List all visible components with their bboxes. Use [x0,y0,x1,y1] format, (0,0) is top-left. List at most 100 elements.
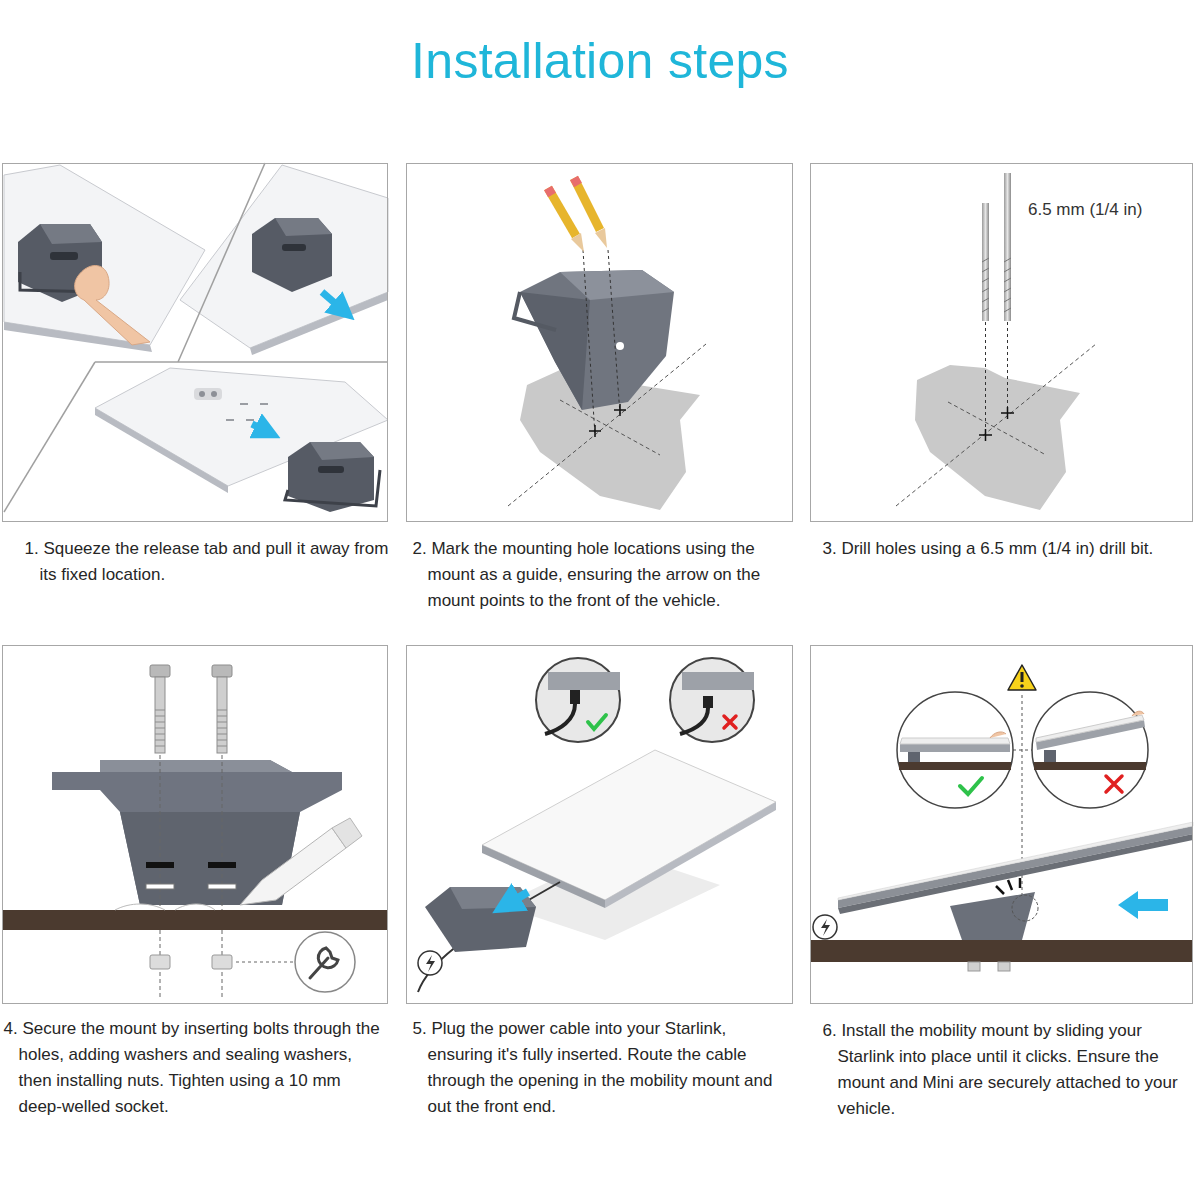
step1-illustration [4,163,388,512]
step-panel: 6. Install the mobility mount by sliding… [810,645,1193,1004]
step-caption: 3. Drill holes using a 6.5 mm (1/4 in) d… [823,536,1193,562]
title: Installation steps [0,32,1200,90]
step5-illustration-shape [570,690,580,704]
step-panel: 5. Plug the power cable into your Starli… [406,645,793,1004]
step2-illustration-shape [616,342,624,350]
step1-illustration-shape [310,442,374,460]
step3-illustration-shape [896,344,1096,506]
step4-illustration-shape [150,665,170,677]
step4-illustration-shape [155,710,165,746]
step4-illustration-shape [115,904,215,910]
step1-illustration-shape [318,466,344,473]
step6-illustration-shape [1044,750,1056,762]
step4-illustration-shape [208,884,236,889]
step6-illustration-shape [1106,776,1122,792]
step4-illustration-shape [217,710,227,746]
step4-illustration-shape [332,818,362,848]
step4-illustration-shape [150,955,170,969]
step4-illustration-shape [146,884,174,889]
step6-illustration-shape [1036,715,1144,742]
step4-illustration-shape [100,760,292,772]
step1-illustration-shape [226,404,268,420]
step3-illustration-shape [1007,322,1008,413]
step3-illustration [896,173,1096,510]
step2-illustration-shape [520,292,590,410]
step1-illustration-shape [178,163,265,362]
step2-illustration-shape [583,250,595,435]
step4-illustration-shape [155,677,165,753]
step2-illustration-shape [589,404,626,437]
step6-illustration-shape [1013,750,1032,751]
step6-illustration-shape [821,919,830,936]
step2-illustration-shape [548,188,552,195]
step-caption: 2. Mark the mounting hole locations usin… [413,536,793,614]
step5-illustration-shape [670,658,754,742]
step6-illustration-shape [1034,762,1146,770]
step6-illustration-shape [900,744,1010,752]
step4-illustration-shape [295,932,355,992]
step6-illustration-shape [1008,665,1036,690]
step2-illustration-shape [571,233,584,252]
step6-illustration-shape [960,778,982,794]
step1-illustration-shape [194,388,222,400]
step4-illustration-shape [212,955,232,969]
step3-illustration-shape [982,258,989,312]
step5-illustration-shape [426,955,435,972]
step2-illustration-shape [574,178,578,185]
step6-illustration-shape [897,692,1013,808]
step5-illustration-shape [418,882,560,992]
step1-illustration-shape [322,292,344,311]
step5-illustration-shape [680,708,708,734]
step-caption: 4. Secure the mount by inserting bolts t… [4,1016,388,1120]
step5-illustration-shape [605,802,776,908]
step5-illustration-shape [682,672,754,690]
step3-illustration-shape [982,203,989,321]
step6-illustration-shape [950,892,1035,940]
step4-illustration-shape [310,948,338,978]
step4-illustration-shape [208,862,236,868]
step2-illustration-shape [560,270,674,300]
step6-illustration-shape [998,962,1010,971]
step6-illustration-shape [1132,711,1144,716]
step1-illustration-shape [252,424,268,432]
step2-illustration-shape [548,188,576,236]
step3-illustration-shape [1004,258,1011,312]
step6-illustration-shape [1012,895,1038,921]
dimension-label: 6.5 mm (1/4 in) [1026,200,1144,220]
step2-illustration-shape [520,270,674,410]
step-caption: 6. Install the mobility mount by sliding… [823,1018,1193,1122]
step1-illustration-shape [95,408,228,493]
step4-illustration-shape [240,828,346,905]
step6-illustration-shape [908,752,920,762]
step1-illustration-shape [285,470,380,506]
step1-illustration-shape [250,292,388,355]
step4-illustration-shape [236,962,294,963]
step5-illustration-shape [703,696,713,708]
step2-illustration-shape [608,250,620,414]
step3-illustration-shape [948,402,1046,455]
step1-illustration-shape [252,218,332,292]
step1-illustration-shape [275,218,332,236]
step1-illustration-shape [180,165,388,348]
step5-illustration-shape [418,951,442,975]
step2-illustration-shape [514,292,556,330]
step6-illustration-shape [990,732,1006,738]
step6-illustration-shape [996,878,1020,894]
step6-illustration [810,665,1193,971]
step4-illustration [2,665,388,1000]
step6-illustration-shape [900,738,1010,744]
step1-illustration-shape [4,165,205,345]
step5-illustration [418,658,776,992]
step2-illustration-shape [574,178,600,230]
step6-illustration-shape [838,826,1193,908]
step4-illustration-shape [212,665,232,677]
step1-illustration-shape [75,266,150,346]
step2-illustration-shape [560,400,660,455]
step6-illustration-shape [968,962,980,971]
step6-illustration-shape [810,940,1193,962]
step6-illustration-shape [1021,672,1024,682]
step2-illustration [508,178,706,510]
step4-illustration-shape [217,677,227,753]
step5-illustration-shape [724,716,736,728]
step1-illustration-shape [40,224,102,244]
